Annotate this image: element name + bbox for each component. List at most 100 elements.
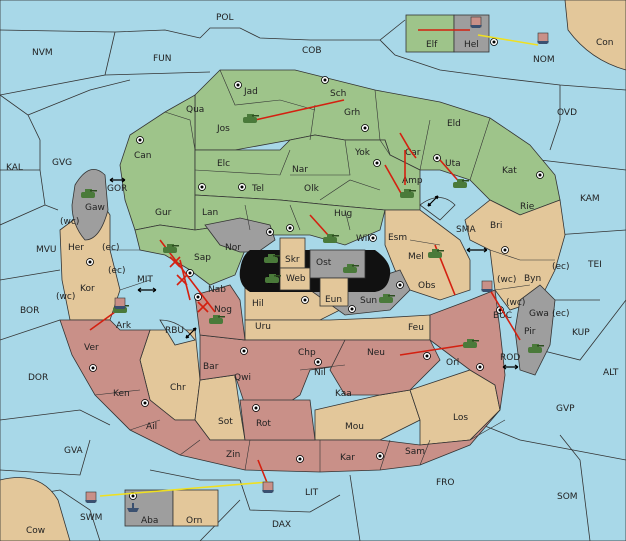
label-elf: Elf bbox=[426, 40, 438, 50]
supply-center-los bbox=[476, 363, 484, 371]
label-grh: Grh bbox=[344, 108, 360, 118]
label-con: Con bbox=[596, 38, 614, 48]
fleet-unit-ship-icon bbox=[537, 32, 549, 44]
label-pir: Pir bbox=[524, 327, 536, 337]
label-gvp: GVP bbox=[556, 404, 575, 414]
fleet-unit-ship-icon bbox=[85, 491, 97, 503]
province-gaw[interactable] bbox=[71, 168, 109, 241]
label-bri: Bri bbox=[490, 221, 502, 231]
supply-center-yok bbox=[373, 159, 381, 167]
region-rot bbox=[239, 399, 316, 441]
supply-center-jad bbox=[234, 81, 242, 89]
label-nvm: NVM bbox=[32, 48, 53, 58]
label-nab: Nab bbox=[208, 285, 226, 295]
supply-center-hel bbox=[490, 38, 498, 46]
order-arrow bbox=[309, 214, 329, 236]
coast-tag: (ec) bbox=[108, 266, 126, 276]
label-nom: NOM bbox=[533, 55, 555, 65]
supply-center-can bbox=[136, 136, 144, 144]
label-web: Web bbox=[286, 274, 306, 284]
label-dor: DOR bbox=[28, 373, 48, 383]
supply-center-sap bbox=[186, 269, 194, 277]
label-orn: Orn bbox=[186, 516, 202, 526]
failed-order-mark bbox=[197, 301, 209, 313]
supply-center-grh bbox=[361, 124, 369, 132]
label-olk: Olk bbox=[304, 184, 320, 194]
province-labels: Jad Sch Qua Jos Grh Eld Can Yok Car Elc … bbox=[68, 40, 549, 526]
province-ost[interactable] bbox=[309, 249, 366, 279]
coast-tag: (wc) bbox=[60, 217, 79, 227]
supply-center-her bbox=[86, 258, 94, 266]
passage-arrow-sma-upper bbox=[427, 195, 439, 207]
coast-tag: (ec) bbox=[552, 262, 570, 272]
order-arrow bbox=[89, 311, 116, 331]
fleet-unit-ship-icon bbox=[127, 503, 139, 512]
label-uta: Uta bbox=[445, 159, 461, 169]
supply-center-kar bbox=[376, 452, 384, 460]
region-chp-qwi bbox=[199, 334, 346, 406]
order-arrow bbox=[179, 259, 191, 301]
passage-arrow-rbu bbox=[185, 327, 197, 339]
army-unit-tank-icon bbox=[209, 315, 225, 324]
order-arrow bbox=[254, 99, 345, 121]
label-nog: Nog bbox=[214, 305, 232, 315]
coast-tag: (ec) bbox=[102, 243, 120, 253]
fleet-unit-ship-icon bbox=[114, 297, 126, 309]
label-orl: Orl bbox=[446, 358, 459, 368]
province-skr[interactable] bbox=[279, 237, 306, 269]
label-ovd: OVD bbox=[557, 108, 577, 118]
supply-centers bbox=[86, 38, 544, 500]
province-nor-shade bbox=[204, 217, 276, 253]
army-unit-tank-icon bbox=[323, 234, 339, 243]
label-sun: Sun bbox=[360, 296, 377, 306]
supply-center-zin bbox=[296, 455, 304, 463]
province-eun[interactable] bbox=[319, 277, 349, 307]
army-unit-tank-icon bbox=[81, 189, 97, 198]
label-rie: Rie bbox=[520, 202, 535, 212]
label-sch: Sch bbox=[330, 89, 346, 99]
order-arrow bbox=[489, 289, 521, 341]
fleet-unit-ship-icon bbox=[262, 481, 274, 493]
label-ost: Ost bbox=[316, 258, 332, 268]
label-nil: Nil bbox=[314, 368, 326, 378]
order-arrow bbox=[399, 344, 466, 356]
label-ail: Ail bbox=[146, 422, 157, 432]
province-orn[interactable] bbox=[172, 489, 219, 527]
supply-center-ail bbox=[141, 399, 149, 407]
order-arrow bbox=[384, 164, 403, 196]
supply-center-ver bbox=[89, 364, 97, 372]
label-kup: KUP bbox=[572, 328, 590, 338]
label-neu: Neu bbox=[367, 348, 385, 358]
sea-borders bbox=[0, 19, 626, 541]
label-zin: Zin bbox=[226, 450, 240, 460]
supply-center-uta bbox=[433, 154, 441, 162]
supply-center-qwi bbox=[240, 347, 248, 355]
label-los: Los bbox=[453, 413, 468, 423]
passage-arrows bbox=[109, 177, 519, 370]
label-her: Her bbox=[68, 243, 84, 253]
army-unit-tank-icon bbox=[400, 189, 416, 198]
province-web[interactable] bbox=[279, 267, 311, 291]
supply-center-sch bbox=[321, 76, 329, 84]
failed-order-marks bbox=[169, 256, 209, 313]
label-qwi: Qwi bbox=[234, 373, 251, 383]
label-tel: Tel bbox=[251, 184, 264, 194]
label-yok: Yok bbox=[354, 148, 371, 158]
label-qua: Qua bbox=[186, 105, 204, 115]
province-pir[interactable] bbox=[514, 284, 556, 376]
supply-center-wil bbox=[369, 234, 377, 242]
label-mel: Mel bbox=[408, 252, 424, 262]
supply-center-nor bbox=[266, 228, 274, 236]
province-cow[interactable] bbox=[0, 477, 71, 541]
label-fro: FRO bbox=[436, 478, 455, 488]
label-hel: Hel bbox=[464, 40, 479, 50]
label-mit: MIT bbox=[137, 275, 153, 285]
province-elf[interactable] bbox=[405, 14, 455, 53]
order-arrows bbox=[89, 29, 521, 486]
label-pol: POL bbox=[216, 13, 234, 23]
label-alt: ALT bbox=[603, 368, 619, 378]
label-kor: Kor bbox=[80, 284, 95, 294]
label-gaw: Gaw bbox=[85, 203, 105, 213]
label-gor: GOR bbox=[107, 184, 127, 194]
